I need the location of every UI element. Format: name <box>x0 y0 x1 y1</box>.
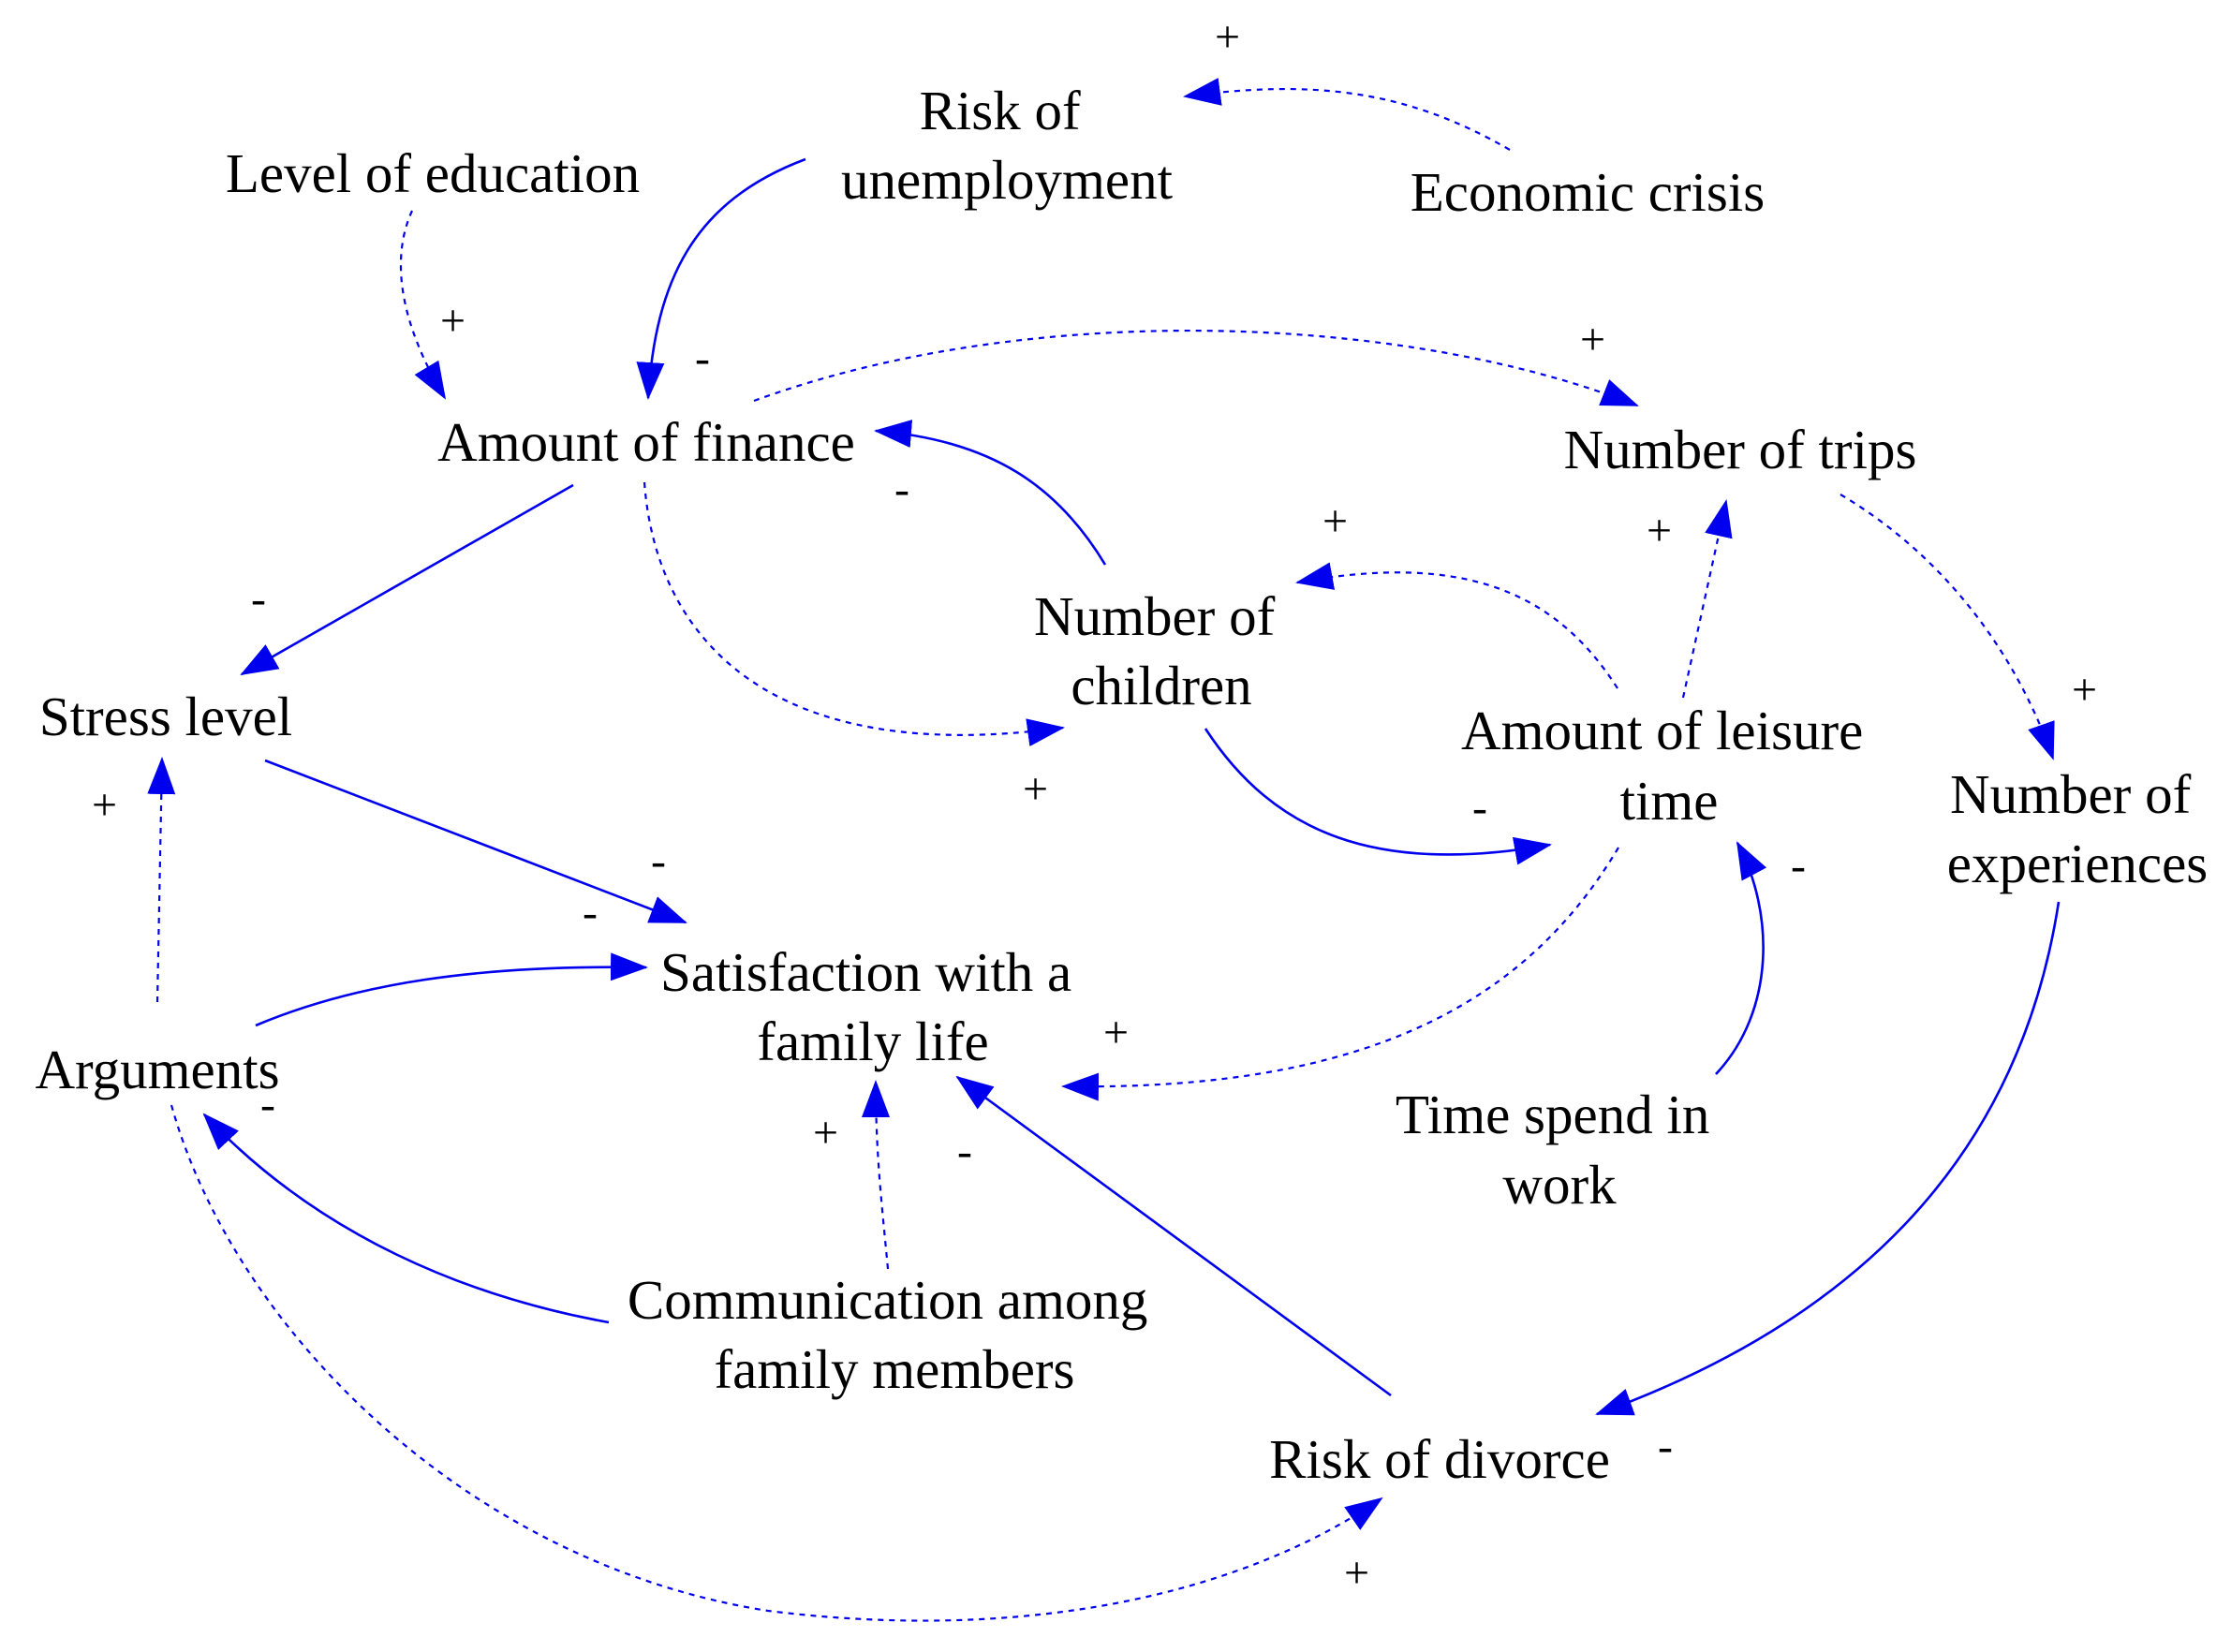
link-communication-to-arguments <box>202 1113 610 1324</box>
sign-arguments-to-stress-link: + <box>92 780 117 830</box>
node-label-line: Risk of <box>920 80 1081 141</box>
link-arguments-to-risk-of-divorce <box>170 1104 1383 1622</box>
sign-economic-crisis-link: + <box>1215 12 1240 62</box>
link-amount-of-finance-to-number-of-children <box>643 481 1065 746</box>
node-label-line: Risk of divorce <box>1269 1428 1610 1490</box>
link-number-of-experiences-to-risk-of-divorce <box>1595 901 2061 1416</box>
links-layer <box>147 78 2061 1622</box>
node-number-of-children: Number of children <box>1034 585 1289 716</box>
link-arguments-to-satisfaction <box>255 952 648 1027</box>
link-leisure-time-to-number-of-children <box>1295 562 1618 689</box>
node-arguments: Arguments <box>35 1039 279 1100</box>
variables-layer: Risk of unemployment Level of education … <box>35 80 2208 1490</box>
link-amount-of-finance-to-stress-level <box>240 483 574 676</box>
sign-finance-to-children-link: + <box>1023 764 1048 814</box>
node-risk-of-unemployment: Risk of unemployment <box>841 80 1174 211</box>
sign-unemployment-link: - <box>695 333 710 383</box>
link-leisure-time-to-satisfaction <box>1061 847 1619 1101</box>
polarity-signs-layer: + - + + - - + + + + - - + - - + - + - - … <box>92 12 2097 1598</box>
sign-finance-to-stress-link: - <box>251 574 266 624</box>
sign-experiences-to-divorce-link: - <box>1658 1422 1673 1471</box>
sign-work-to-leisure-link: - <box>1791 841 1806 891</box>
node-level-of-education: Level of education <box>226 142 640 204</box>
link-stress-level-to-satisfaction <box>264 759 687 924</box>
sign-leisure-to-children-link: + <box>1322 496 1348 546</box>
sign-communication-to-satisfaction-link: + <box>813 1108 838 1158</box>
sign-arguments-to-divorce-link: + <box>1344 1548 1369 1598</box>
node-satisfaction-with-family-life: Satisfaction with a family life <box>660 941 1086 1072</box>
link-economic-crisis-to-risk-of-unemployment <box>1183 78 1511 151</box>
node-label-line: Time spend in <box>1396 1084 1709 1145</box>
node-risk-of-divorce: Risk of divorce <box>1269 1428 1610 1490</box>
sign-stress-to-satisfaction-link: - <box>651 836 666 886</box>
node-label-line: work <box>1502 1154 1617 1216</box>
node-number-of-trips: Number of trips <box>1564 419 1917 480</box>
node-amount-of-finance: Amount of finance <box>437 411 855 473</box>
sign-leisure-to-satisfaction-link: + <box>1103 1008 1129 1057</box>
node-label-line: Amount of leisure <box>1461 700 1863 761</box>
link-risk-of-divorce-to-satisfaction <box>955 1075 1392 1397</box>
node-time-spend-in-work: Time spend in work <box>1396 1084 1723 1216</box>
link-arguments-to-stress-level <box>147 757 176 1003</box>
sign-divorce-to-satisfaction-link: - <box>957 1127 972 1176</box>
node-label-line: family life <box>757 1010 988 1072</box>
node-label-line: Stress level <box>39 686 292 747</box>
sign-trips-to-experiences-link: + <box>2072 665 2097 715</box>
sign-education-link: + <box>440 296 465 346</box>
node-stress-level: Stress level <box>39 686 292 747</box>
node-amount-of-leisure-time: Amount of leisure time <box>1461 700 1877 832</box>
node-label-line: Level of education <box>226 142 640 204</box>
sign-communication-to-arguments-link: - <box>260 1080 275 1129</box>
node-label-line: children <box>1071 655 1251 716</box>
node-label-line: Amount of finance <box>437 411 855 473</box>
link-risk-of-unemployment-to-amount-of-finance <box>636 157 806 400</box>
node-label-line: Number of <box>1950 763 2192 825</box>
node-label-line: experiences <box>1947 833 2208 894</box>
link-leisure-time-to-number-of-trips <box>1681 499 1733 699</box>
node-label-line: Economic crisis <box>1411 161 1766 223</box>
sign-finance-to-trips-link: + <box>1580 315 1605 364</box>
node-economic-crisis: Economic crisis <box>1411 161 1766 223</box>
sign-leisure-to-trips-link: + <box>1647 506 1672 555</box>
link-number-of-children-to-amount-of-finance <box>874 420 1107 566</box>
node-label-line: Number of <box>1034 585 1276 647</box>
link-level-of-education-to-amount-of-finance <box>399 210 447 400</box>
node-label-line: Satisfaction with a <box>660 941 1071 1003</box>
sign-children-to-finance-link: - <box>894 465 909 514</box>
node-label-line: Communication among <box>628 1269 1148 1331</box>
sign-arguments-to-satisfaction-link: - <box>583 888 598 937</box>
node-label-line: Number of trips <box>1564 419 1917 480</box>
link-communication-to-satisfaction <box>862 1080 891 1270</box>
sign-children-to-leisure-link: - <box>1472 783 1487 833</box>
node-label-line: unemployment <box>841 149 1174 211</box>
link-time-spend-in-work-to-leisure-time <box>1715 841 1767 1075</box>
node-communication-among-family-members: Communication among family members <box>628 1269 1161 1400</box>
node-label-line: time <box>1620 770 1719 832</box>
node-label-line: family members <box>714 1338 1074 1400</box>
link-number-of-children-to-leisure-time <box>1204 728 1552 865</box>
link-number-of-trips-to-number-of-experiences <box>1839 494 2055 760</box>
node-number-of-experiences: Number of experiences <box>1947 763 2208 894</box>
node-label-line: Arguments <box>35 1039 279 1100</box>
link-amount-of-finance-to-number-of-trips <box>753 329 1639 407</box>
